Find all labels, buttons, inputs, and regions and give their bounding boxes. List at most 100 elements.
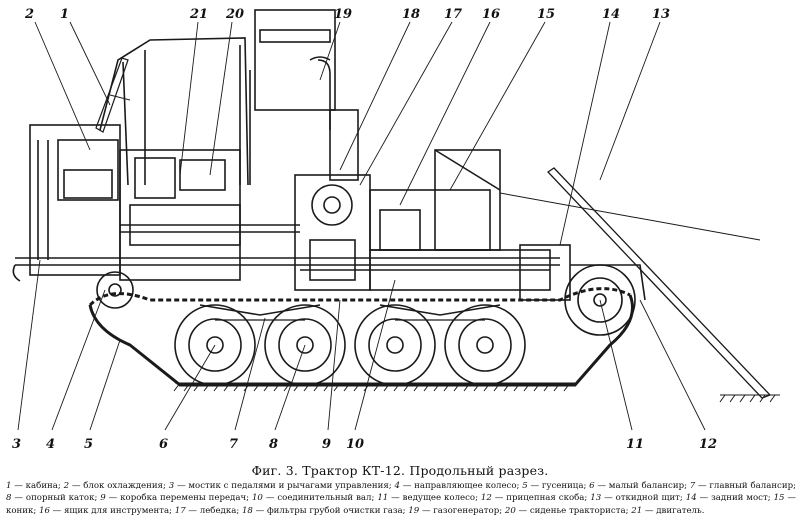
callout-21: 21 xyxy=(189,7,208,22)
legend-item-4: 4 — направляющее колесо; xyxy=(394,481,522,491)
legend-number: 16 xyxy=(39,505,50,516)
callout-7: 7 xyxy=(229,437,238,452)
callout-15: 15 xyxy=(537,7,555,22)
legend-number: 10 xyxy=(251,493,263,504)
callout-13: 13 xyxy=(652,7,670,22)
legend-number: 4 xyxy=(394,481,400,491)
track xyxy=(88,287,634,387)
tipping-board xyxy=(499,167,772,399)
callout-18: 18 xyxy=(402,7,420,22)
legend-number: 19 xyxy=(408,505,420,516)
legend-item-20: 20 — сиденье тракториста; xyxy=(505,506,631,516)
legend-text: — ящик для инструмента; xyxy=(49,505,175,516)
legend-item-7: 7 — главный балансир; xyxy=(690,481,796,491)
cooling-block xyxy=(29,124,121,276)
legend-number: 13 xyxy=(590,493,602,504)
legend-item-21: 21 — двигатель. xyxy=(631,506,704,516)
legend-number: 2 xyxy=(63,481,70,491)
legend-item-9: 9 — коробка перемены передач; xyxy=(100,493,252,503)
legend-item-16: 16 — ящик для инструмента; xyxy=(39,506,175,516)
callout-10: 10 xyxy=(346,437,364,452)
gas-generator xyxy=(249,9,359,185)
legend-text: — задний мост; xyxy=(696,493,774,504)
legend-item-17: 17 — лебедка; xyxy=(175,506,242,516)
legend-text: — двигатель. xyxy=(642,505,705,516)
legend-item-2: 2 — блок охлаждения; xyxy=(64,481,169,491)
callout-labels: 1 2 3 4 5 6 7 8 9 10 11 12 13 14 15 16 1… xyxy=(12,7,717,452)
callout-1: 1 xyxy=(60,7,69,22)
figure-legend: 1 — кабина; 2 — блок охлаждения; 3 — мос… xyxy=(6,480,796,517)
figure-caption: Фиг. 3. Трактор КТ-12. Продольный разрез… xyxy=(251,463,549,478)
legend-number: 14 xyxy=(685,493,697,504)
legend-number: 3 xyxy=(168,481,175,491)
legend-number: 7 xyxy=(689,481,696,491)
callout-5: 5 xyxy=(84,437,93,452)
frame-rails xyxy=(12,257,560,309)
legend-text: — газогенератор; xyxy=(419,505,505,516)
legend-item-14: 14 — задний мост; xyxy=(686,493,774,503)
legend-text: — направляющее колесо; xyxy=(399,481,523,491)
legend-item-18: 18 — фильтры грубой очистки газа; xyxy=(242,506,408,516)
legend-text: — кабина; xyxy=(11,481,64,491)
legend-text: — коробка перемены передач; xyxy=(105,493,252,504)
legend-item-19: 19 — газогенератор; xyxy=(408,506,505,516)
engine xyxy=(119,149,300,281)
callout-3: 3 xyxy=(12,437,21,452)
legend-number: 9 xyxy=(100,493,106,504)
callout-17: 17 xyxy=(444,7,462,22)
legend-text: — главный балансир; xyxy=(695,481,796,491)
legend-item-15: 15 — коник; xyxy=(6,493,796,515)
legend-item-12: 12 — прицепная скоба; xyxy=(481,493,590,503)
legend-text: — коник; xyxy=(6,493,797,516)
callout-16: 16 xyxy=(482,7,500,22)
legend-item-10: 10 — соединительный вал; xyxy=(252,493,377,503)
legend-text: — ведущее колесо; xyxy=(388,493,481,504)
legend-number: 8 xyxy=(6,493,12,504)
legend-text: — блок охлаждения; xyxy=(69,481,169,491)
legend-item-6: 6 — малый балансир; xyxy=(589,481,690,491)
legend-text: — фильтры грубой очистки газа; xyxy=(252,505,409,516)
legend-number: 17 xyxy=(174,505,186,516)
rear-body xyxy=(300,149,551,291)
callout-6: 6 xyxy=(159,437,168,452)
legend-number: 18 xyxy=(241,505,253,516)
legend-item-11: 11 — ведущее колесо; xyxy=(377,493,481,503)
legend-number: 1 xyxy=(6,481,12,491)
callout-11: 11 xyxy=(626,437,644,452)
legend-text: — соединительный вал; xyxy=(262,493,378,504)
winch xyxy=(294,174,371,291)
legend-number: 6 xyxy=(589,481,595,491)
legend-item-3: 3 — мостик с педалями и рычагами управле… xyxy=(169,481,395,491)
road-wheels xyxy=(174,304,526,386)
legend-item-8: 8 — опорный каток; xyxy=(6,493,100,503)
tractor-section-drawing: 1 2 3 4 5 6 7 8 9 10 11 12 13 14 15 16 1… xyxy=(12,7,780,452)
legend-text: — малый балансир; xyxy=(594,481,690,491)
legend-number: 5 xyxy=(522,481,528,491)
legend-text: — мостик с педалями и рычагами управлени… xyxy=(174,481,395,491)
callout-20: 20 xyxy=(225,7,244,22)
legend-text: — опорный каток; xyxy=(11,493,101,504)
callout-9: 9 xyxy=(322,437,331,452)
legend-text: — прицепная скоба; xyxy=(491,493,591,504)
callout-12: 12 xyxy=(699,437,717,452)
legend-text: — сиденье тракториста; xyxy=(515,505,632,516)
callout-14: 14 xyxy=(602,7,620,22)
ground-hatching xyxy=(173,382,780,403)
leader-lines xyxy=(17,21,706,431)
callout-4: 4 xyxy=(46,437,55,452)
callout-19: 19 xyxy=(334,7,352,22)
legend-number: 15 xyxy=(773,493,785,504)
legend-text: — откидной щит; xyxy=(601,493,686,504)
legend-number: 12 xyxy=(480,493,492,504)
legend-number: 11 xyxy=(377,493,389,504)
callout-8: 8 xyxy=(269,437,278,452)
legend-item-13: 13 — откидной щит; xyxy=(590,493,686,503)
legend-item-1: 1 — кабина; xyxy=(6,481,64,491)
legend-number: 21 xyxy=(631,505,643,516)
legend-item-5: 5 — гусеница; xyxy=(522,481,589,491)
callout-2: 2 xyxy=(24,7,34,22)
legend-text: — лебедка; xyxy=(185,505,242,516)
legend-text: — гусеница; xyxy=(527,481,590,491)
legend-number: 20 xyxy=(504,505,516,516)
